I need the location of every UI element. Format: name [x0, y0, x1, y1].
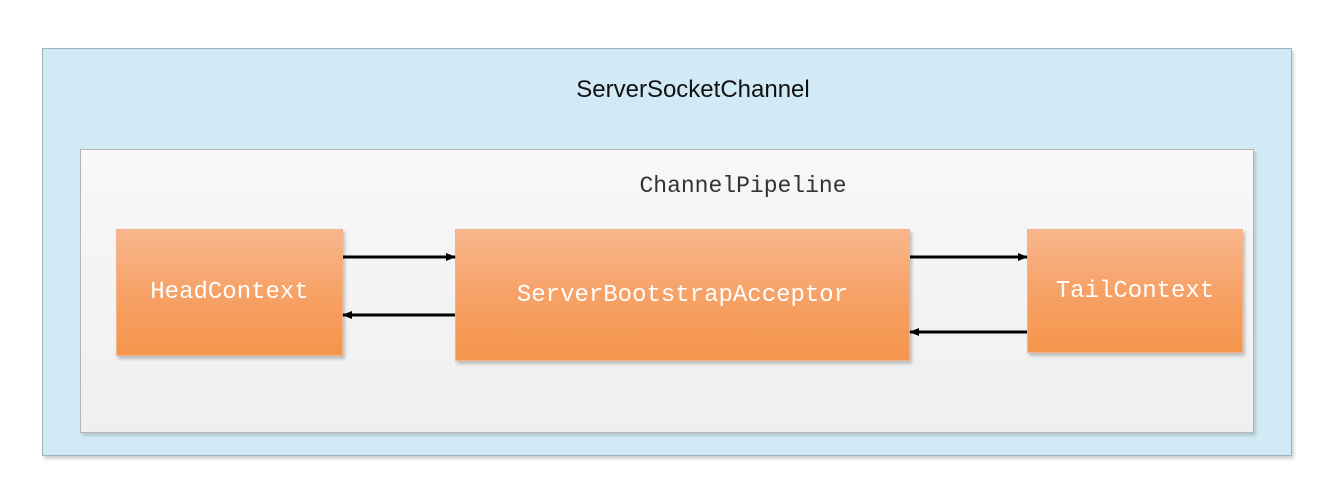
tail-context-node: TailContext	[1027, 229, 1243, 353]
server-bootstrap-acceptor-label: ServerBootstrapAcceptor	[516, 281, 849, 309]
server-socket-channel-title: ServerSocketChannel	[576, 76, 810, 103]
head-context-label: HeadContext	[150, 279, 309, 306]
server-bootstrap-acceptor-node: ServerBootstrapAcceptor	[455, 229, 910, 361]
head-context-node: HeadContext	[116, 229, 343, 356]
tail-context-label: TailContext	[1055, 277, 1215, 305]
channel-pipeline-title: ChannelPipeline	[639, 173, 847, 199]
